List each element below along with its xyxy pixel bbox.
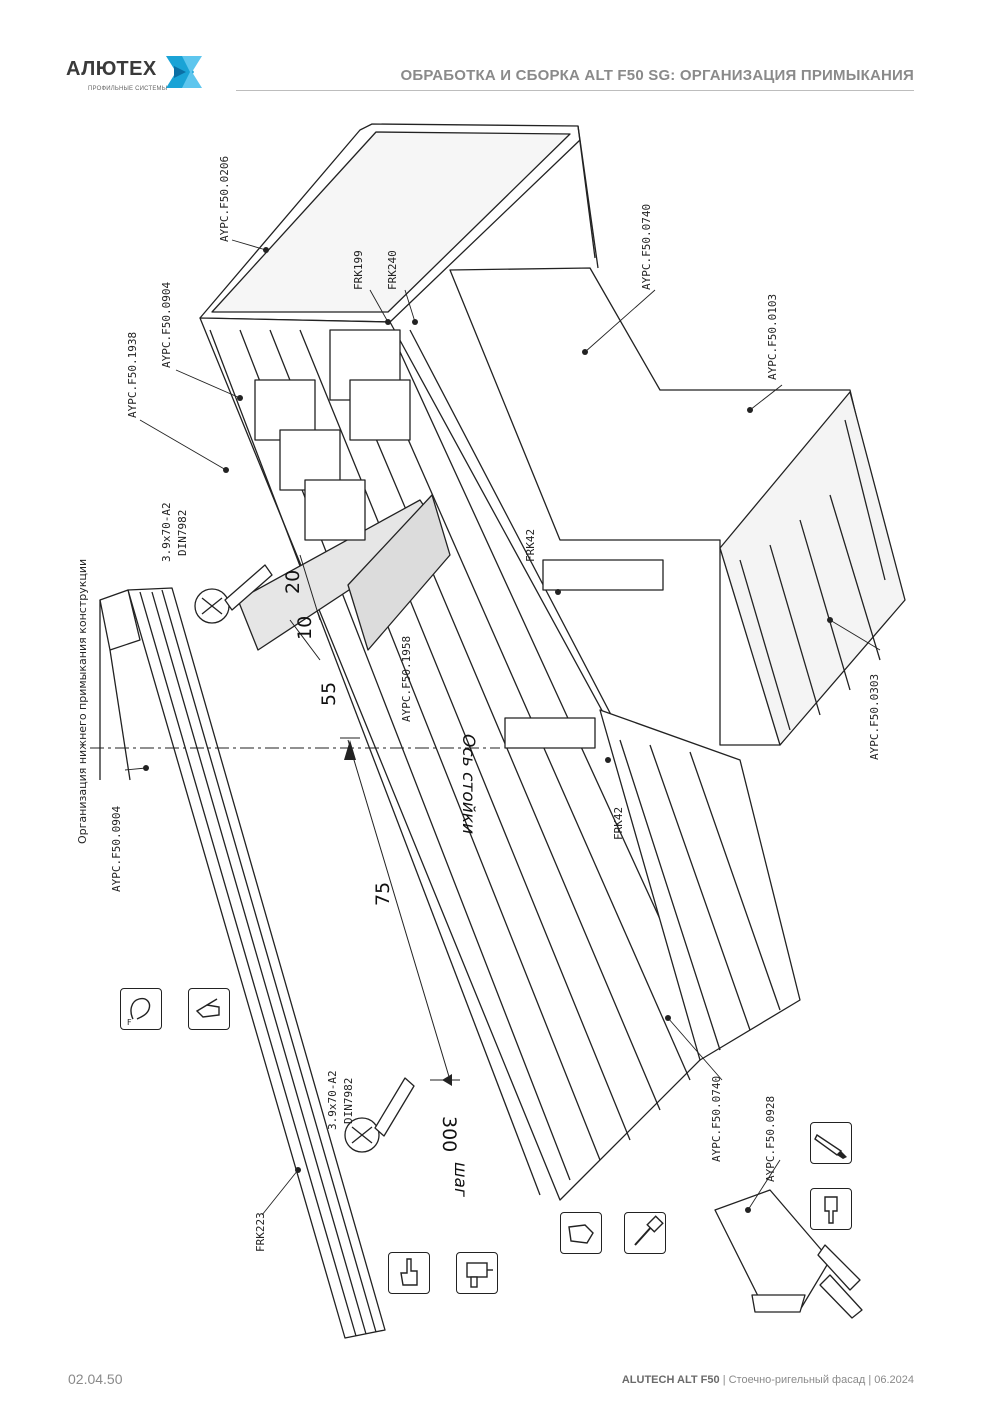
drill-icon [456,1252,498,1294]
screw-top-icon [194,564,273,624]
dimension-20: 20 [282,569,304,594]
footer-subtitle: Стоечно-ригельный фасад [728,1374,866,1386]
label-screw-bottom-b: DIN7982 [342,1077,355,1124]
label-frk199: FRK199 [352,250,365,290]
hand-push-icon [560,1212,602,1254]
page-title: ОБРАБОТКА И СБОРКА ALT F50 SG: ОРГАНИЗАЦ… [400,67,914,84]
force-label: F [127,1018,132,1027]
leader-lines [124,239,881,1216]
logo-subtitle: ПРОФИЛЬНЫЕ СИСТЕМЫ [88,86,168,92]
logo-icon [166,56,202,88]
pointing-hand-icon [388,1252,430,1294]
right-transom-0103 [449,267,906,746]
label-frk42-top: FRK42 [524,528,537,562]
label-0904-left: AYPC.F50.0904 [110,805,123,892]
label-1958: AYPC.F50.1958 [400,635,413,722]
footer-separator-2: | [868,1374,872,1386]
glove-icon: F [120,988,162,1030]
pitch-label: шаг [450,1162,470,1197]
screw-bottom-icon [344,1077,415,1153]
dimension-75: 75 [372,881,394,906]
axis-label: Ось стойки [458,734,478,835]
label-0740-top: AYPC.F50.0740 [640,203,653,290]
lower-plate [599,709,801,1061]
page-number: 02.04.50 [68,1371,123,1387]
label-0303: AYPC.F50.0303 [868,673,881,760]
footer-info: ALUTECH ALT F50 | Стоечно-ригельный фаса… [622,1374,914,1386]
label-screw-top-b: DIN7982 [176,509,189,556]
label-0206: AYPC.F50.0206 [218,155,231,242]
header-divider [236,90,914,91]
label-frk223: FRK223 [254,1212,267,1252]
label-screw-top-a: 3.9x70-A2 [160,502,173,562]
label-screw-bottom-a: 3.9x70-A2 [326,1070,339,1130]
transom-profile-0206 [199,123,599,323]
label-1938: AYPC.F50.1938 [126,331,139,418]
dimension-300: 300 [438,1116,460,1153]
logo-wordmark: АЛЮТЕХ [66,58,157,80]
brand-logo: АЛЮТЕХ ПРОФИЛЬНЫЕ СИСТЕМЫ [66,50,216,100]
utility-knife-icon [810,1122,852,1164]
left-sealing-strip [99,587,386,1339]
bracket-0928 [714,1189,863,1319]
pointing-down-hand-icon [810,1188,852,1230]
dimension-lines [289,554,460,1081]
label-0904-top: AYPC.F50.0904 [160,281,173,368]
dimension-55: 55 [318,681,340,706]
label-0928: AYPC.F50.0928 [764,1095,777,1182]
drawing-caption: Организация нижнего примыкания конструкц… [76,558,89,844]
label-frk42-bottom: FRK42 [612,806,625,840]
label-frk240: FRK240 [386,250,399,290]
footer-date: 06.2024 [874,1374,914,1386]
inner-profiles [254,329,411,541]
footer-brand: ALUTECH ALT F50 [621,1374,720,1386]
footer-separator-1: | [722,1374,726,1386]
mallet-icon [624,1212,666,1254]
hand-press-icon [188,988,230,1030]
dimension-10: 10 [294,615,316,640]
label-0103: AYPC.F50.0103 [766,293,779,380]
label-0740-bottom: AYPC.F50.0740 [710,1075,723,1162]
